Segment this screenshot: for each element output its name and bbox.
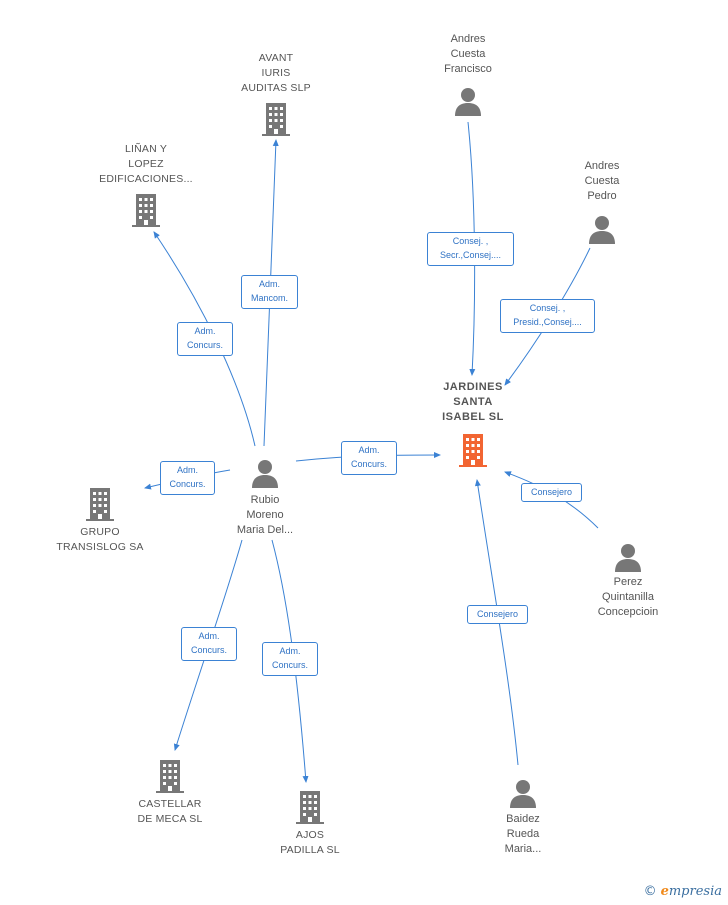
person-icon — [510, 780, 536, 808]
node-perez[interactable]: Perez Quintanilla Concepcioin — [582, 542, 674, 620]
edge-label-rubio-grupo[interactable]: Adm. Concurs. — [160, 461, 215, 495]
person-icon — [615, 544, 641, 572]
building-icon — [296, 791, 324, 824]
node-label: Rubio Moreno Maria Del... — [236, 494, 294, 536]
node-linan[interactable]: LIÑAN Y LOPEZ EDIFICACIONES... — [90, 142, 202, 227]
edge-label-rubio-castellar[interactable]: Adm. Concurs. — [181, 627, 237, 661]
person-icon — [589, 216, 615, 244]
copyright-symbol: © — [643, 884, 657, 899]
edge-label-francisco-jardines[interactable]: Consej. , Secr.,Consej.... — [427, 232, 514, 266]
edge-label-rubio-avant[interactable]: Adm. Mancom. — [241, 275, 298, 309]
node-avant[interactable]: AVANT IURIS AUDITAS SLP — [226, 51, 326, 136]
brand-initial: e — [660, 884, 669, 899]
building-icon — [86, 488, 114, 521]
edge-label-perez-jardines[interactable]: Consejero — [521, 483, 582, 502]
node-label: LIÑAN Y LOPEZ EDIFICACIONES... — [99, 143, 193, 185]
building-icon — [262, 103, 290, 136]
node-baidez[interactable]: Baidez Rueda Maria... — [478, 778, 568, 857]
node-andres-pedro[interactable]: Andres Cuesta Pedro — [560, 159, 644, 244]
node-jardines-main[interactable]: JARDINES SANTA ISABEL SL — [425, 380, 521, 467]
edge-label-rubio-jardines[interactable]: Adm. Concurs. — [341, 441, 397, 475]
node-grupo[interactable]: GRUPO TRANSISLOG SA — [45, 487, 155, 555]
node-label: Baidez Rueda Maria... — [504, 813, 542, 855]
node-label: JARDINES SANTA ISABEL SL — [442, 381, 504, 423]
edge-baidez-jardines — [474, 479, 519, 766]
node-label: AJOS PADILLA SL — [280, 829, 340, 856]
person-icon — [252, 460, 278, 488]
building-icon — [459, 434, 487, 467]
node-andres-francisco[interactable]: Andres Cuesta Francisco — [425, 32, 511, 116]
person-icon — [455, 88, 481, 116]
node-ajos[interactable]: AJOS PADILLA SL — [260, 790, 360, 858]
node-label: CASTELLAR DE MECA SL — [137, 798, 203, 825]
node-label: GRUPO TRANSISLOG SA — [56, 526, 144, 553]
building-icon — [132, 194, 160, 227]
edge-label-rubio-linan[interactable]: Adm. Concurs. — [177, 322, 233, 356]
edge-label-pedro-jardines[interactable]: Consej. , Presid.,Consej.... — [500, 299, 595, 333]
node-castellar[interactable]: CASTELLAR DE MECA SL — [120, 759, 220, 827]
node-label: Perez Quintanilla Concepcioin — [597, 576, 659, 618]
edge-label-rubio-ajos[interactable]: Adm. Concurs. — [262, 642, 318, 676]
brand-name: mpresia — [668, 884, 722, 899]
node-label: Andres Cuesta Pedro — [584, 160, 620, 202]
building-icon — [156, 760, 184, 793]
node-label: AVANT IURIS AUDITAS SLP — [241, 52, 311, 94]
edge-label-baidez-jardines[interactable]: Consejero — [467, 605, 528, 624]
node-label: Andres Cuesta Francisco — [444, 33, 492, 75]
empresia-watermark: ©empresia — [644, 884, 722, 899]
node-rubio[interactable]: Rubio Moreno Maria Del... — [220, 458, 310, 538]
